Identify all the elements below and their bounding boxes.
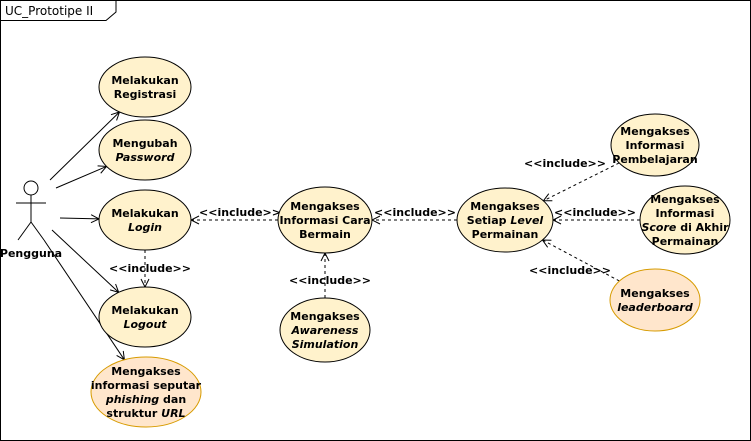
include-label: <<include>> xyxy=(524,157,606,170)
use-case-ellipse xyxy=(98,189,192,251)
association-login xyxy=(59,218,99,219)
association-layer xyxy=(43,112,124,360)
use-case-ellipse xyxy=(98,56,192,118)
use-case-ellipse xyxy=(609,268,701,332)
include-arrow-leaderboard-to-level xyxy=(542,240,620,282)
stick-figure-icon xyxy=(16,180,46,241)
use-case-ellipse xyxy=(456,187,554,253)
include-label: <<include>> xyxy=(374,206,456,219)
include-label: <<include>> xyxy=(529,264,611,277)
use-case-ellipse xyxy=(610,113,700,177)
association-logout xyxy=(51,229,119,292)
use-case-ellipse xyxy=(277,186,373,254)
actor-label: Pengguna xyxy=(0,247,62,260)
association-phishing xyxy=(43,239,124,360)
use-case-ellipse xyxy=(90,356,202,428)
association-registrasi xyxy=(49,112,119,181)
use-case-ellipse xyxy=(279,297,371,363)
include-arrow-pembelajaran-to-level xyxy=(543,162,620,201)
actor-pengguna: Pengguna xyxy=(0,180,62,260)
include-label: <<include>> xyxy=(109,262,191,275)
include-label: <<include>> xyxy=(289,274,371,287)
frame-title: UC_Prototipe II xyxy=(5,4,93,18)
use-case-ellipse xyxy=(98,286,192,348)
use-case-ellipse xyxy=(639,185,731,255)
include-layer: <<include>> <<include>> <<include>> <<inclu… xyxy=(109,157,640,298)
use-case-ellipse xyxy=(98,119,192,181)
include-label: <<include>> xyxy=(554,206,636,219)
association-password xyxy=(55,166,107,189)
include-label: <<include>> xyxy=(199,206,281,219)
